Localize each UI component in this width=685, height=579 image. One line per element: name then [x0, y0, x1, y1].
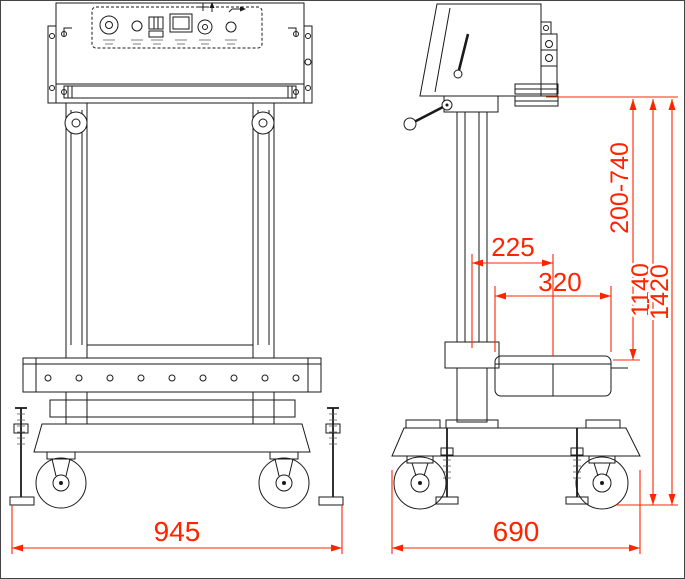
head-mount-and-handle: [403, 95, 499, 131]
leveling-foot-left: [9, 407, 35, 506]
temperature-display: [169, 13, 193, 33]
panel-label-text: [103, 39, 237, 45]
wheel: [575, 456, 629, 510]
dimension-690-label: 690: [493, 516, 540, 547]
wheel: [35, 457, 87, 509]
fuse-holder: [197, 19, 213, 35]
work-tray: [494, 355, 628, 397]
conveyor-table: [22, 344, 322, 393]
counter-window: [148, 16, 164, 30]
lock-handle: [413, 104, 446, 124]
dimension-200-740: 200-740: [604, 99, 637, 360]
rear-bracket: [540, 33, 558, 97]
leveling-foot-side-right: [565, 428, 589, 505]
control-panel: [91, 2, 263, 49]
caster-right: [258, 451, 310, 509]
handle-ball: [403, 117, 417, 131]
dimension-200-740-label: 200-740: [606, 142, 634, 234]
side-view: 225 320 200-740 1140: [391, 3, 678, 554]
dimension-320-label: 320: [538, 267, 581, 297]
clamp-knob-left: [64, 111, 88, 135]
leveling-foot-right: [318, 407, 344, 506]
wheel: [393, 456, 447, 510]
dimension-690: 690: [391, 470, 641, 554]
dimension-1140: 1140: [625, 99, 658, 505]
adjust-lever: [457, 33, 470, 71]
dimension-1420-label: 1420: [646, 264, 674, 320]
sealing-head-side: [419, 3, 559, 107]
caster-left: [35, 451, 87, 509]
base-side: [391, 419, 641, 457]
plus-symbol-icon: [199, 3, 207, 11]
support-columns: [64, 102, 275, 359]
caster-side-right: [575, 455, 629, 510]
dimension-225-label: 225: [491, 232, 534, 262]
base-beam: [33, 423, 311, 453]
speed-knob: [225, 21, 237, 33]
sealing-head: [47, 2, 313, 104]
dimension-945: 945: [11, 505, 343, 554]
dimension-1140-label: 1140: [627, 263, 655, 317]
dimension-1420: 1420: [644, 99, 677, 505]
dimension-225: 225: [471, 232, 554, 356]
lower-frame: [33, 391, 311, 453]
vertical-dimensions: 200-740 1140 1420: [546, 96, 678, 506]
power-knob: [99, 15, 119, 35]
front-view: 945: [9, 2, 344, 554]
indicator-lamp: [131, 20, 143, 32]
leveling-foot-side-left: [435, 428, 459, 505]
dimension-945-label: 945: [154, 516, 201, 547]
dimension-320: 320: [494, 267, 612, 352]
wheel: [258, 457, 310, 509]
caster-side-left: [393, 455, 447, 510]
clamp-knob-right: [251, 111, 275, 135]
